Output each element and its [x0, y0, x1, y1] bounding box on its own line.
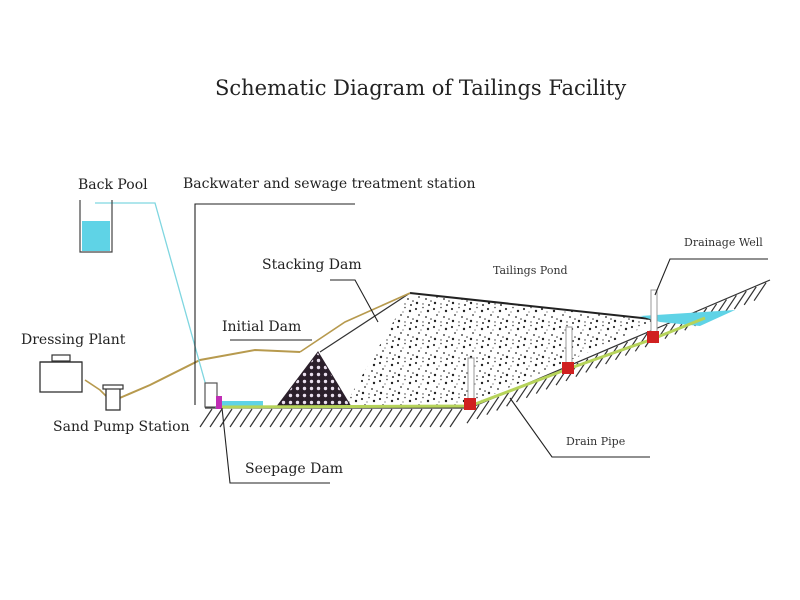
hatch-mark	[409, 408, 423, 428]
page-title: Schematic Diagram of Tailings Facility	[215, 76, 627, 100]
hatch-mark	[439, 408, 453, 428]
seepage-dam-label: Seepage Dam	[245, 461, 344, 477]
backwater-station-label: Backwater and sewage treatment station	[183, 176, 476, 192]
hatch-mark	[339, 408, 353, 428]
hatch-mark	[389, 408, 403, 428]
sand-pump-building	[102, 384, 124, 411]
hatch-mark	[486, 396, 500, 416]
hatch-mark	[525, 379, 539, 399]
stacking-dam-label: Stacking Dam	[262, 257, 362, 273]
leader-drain-pipe	[509, 397, 650, 458]
hatch-mark	[249, 408, 263, 428]
hatch-mark	[289, 408, 303, 428]
hatch-mark	[743, 286, 757, 306]
initial-dam-label: Initial Dam	[222, 319, 302, 335]
hatch-mark	[199, 408, 213, 428]
hatch-mark	[329, 408, 343, 428]
hatch-mark	[733, 290, 747, 310]
tailings-pond-water	[640, 310, 735, 326]
drainage-well-3	[647, 289, 659, 343]
hatch-mark	[259, 408, 273, 428]
leader-seepage-dam	[221, 407, 330, 484]
tailings-pond-label: Tailings Pond	[493, 264, 568, 277]
hatch-mark	[229, 408, 243, 428]
hatch-mark	[429, 408, 443, 428]
hatch-mark	[466, 404, 480, 424]
dressing-plant-building	[39, 354, 83, 393]
hatch-mark	[309, 408, 323, 428]
hatch-mark	[585, 354, 599, 373]
plant-to-pump-pipe	[84, 379, 109, 399]
initial-dam-body	[276, 351, 351, 406]
drainage-well-2	[562, 326, 574, 374]
hatch-mark	[476, 400, 490, 420]
hatch-mark	[496, 392, 510, 411]
back-pool-tank	[79, 200, 113, 253]
stack-upper-slope	[319, 292, 411, 353]
dressing-plant-label: Dressing Plant	[21, 332, 126, 348]
discharge-pipe	[299, 292, 411, 353]
leader-stacking-dam	[330, 279, 379, 323]
hatch-mark	[506, 387, 520, 407]
hatch-mark	[239, 408, 253, 428]
hatch-mark	[664, 320, 678, 340]
sand-pump-station-label: Sand Pump Station	[53, 419, 190, 435]
back-pool-label: Back Pool	[78, 177, 148, 193]
hatch-mark	[219, 408, 233, 428]
hatch-mark	[399, 408, 413, 428]
hatch-mark	[419, 408, 433, 428]
hatch-mark	[349, 408, 363, 428]
hatch-mark	[269, 408, 283, 428]
drainage-well-label: Drainage Well	[684, 236, 763, 249]
leader-backwater	[194, 203, 355, 405]
return-water-line	[95, 202, 211, 401]
hatch-mark	[595, 349, 609, 369]
stack-top-edge	[409, 292, 661, 321]
drain-pipe-label: Drain Pipe	[566, 435, 626, 448]
drainage-well-1	[464, 357, 476, 410]
hatch-mark	[279, 408, 293, 428]
hatch-mark	[209, 408, 223, 428]
hatch-mark	[753, 282, 767, 301]
seepage-dam-block	[216, 396, 222, 409]
slurry-pipe	[114, 348, 301, 401]
hatch-mark	[723, 295, 737, 314]
hatch-mark	[379, 408, 393, 428]
leader-drainage-well	[654, 258, 768, 296]
leader-lines	[194, 203, 768, 484]
hatch-mark	[359, 408, 373, 428]
hatch-mark	[449, 408, 463, 428]
hatch-mark	[319, 408, 333, 428]
seepage-water	[215, 401, 263, 408]
hatch-mark	[299, 408, 313, 428]
tailings-stack	[345, 293, 660, 405]
hatch-mark	[516, 383, 529, 403]
backwater-station-box	[204, 382, 218, 408]
hatch-mark	[369, 408, 383, 428]
